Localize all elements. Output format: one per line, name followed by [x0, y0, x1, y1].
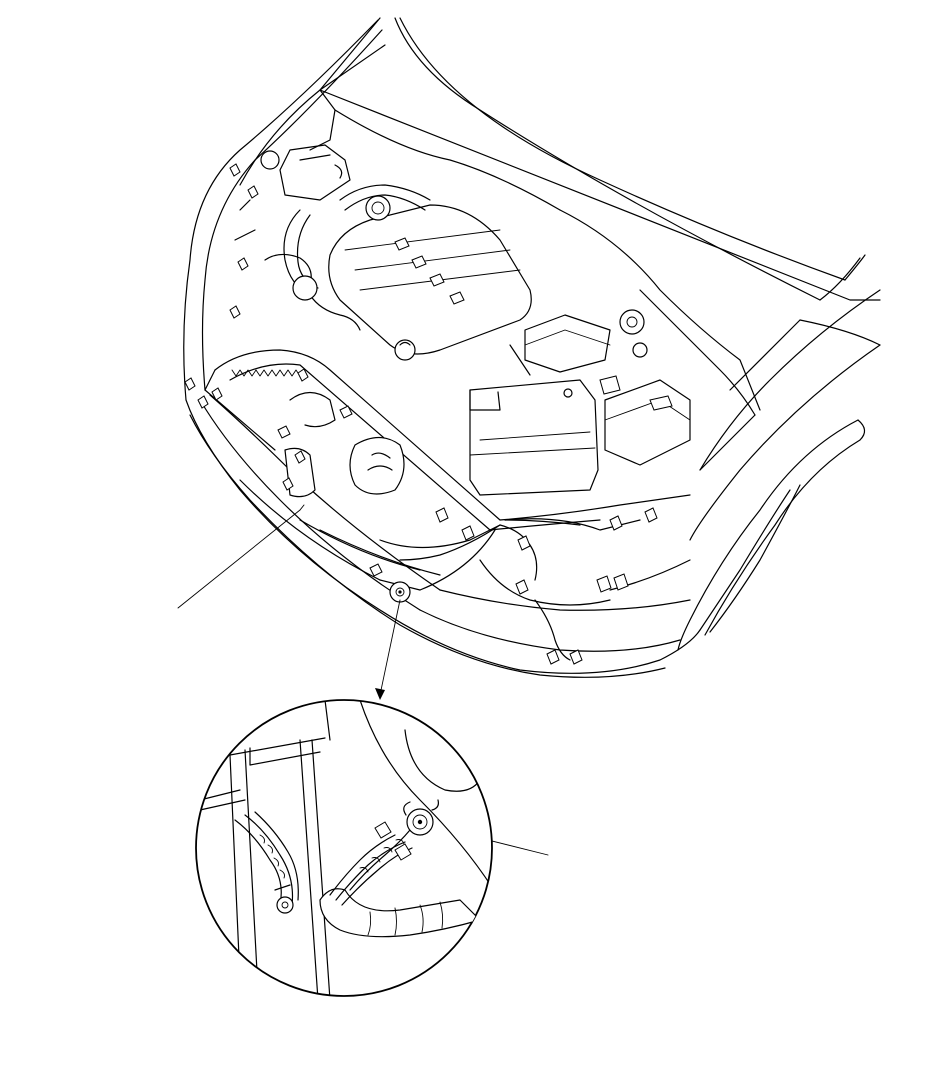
- coolant-reservoir: [284, 436, 405, 498]
- left-fender: [183, 19, 386, 451]
- engine-compartment-view: [183, 17, 881, 678]
- detail-left-harness: [234, 811, 299, 914]
- detail-view-circle: [195, 699, 493, 997]
- radiator-support: [204, 349, 691, 576]
- battery: [469, 379, 599, 496]
- ground-point: [389, 581, 411, 603]
- engine-cover: [328, 204, 532, 361]
- right-fender: [677, 289, 881, 651]
- detail-arrowhead: [375, 688, 385, 700]
- wire-harness-routing: [289, 391, 691, 661]
- leader-line-detail: [379, 599, 401, 696]
- firewall: [309, 89, 761, 471]
- connector-group: [184, 163, 658, 665]
- intake-plumbing: [234, 144, 431, 331]
- leader-line-harness: [177, 509, 301, 609]
- under-hood-fuse-box: [599, 375, 691, 466]
- relay-box: [509, 309, 648, 376]
- detail-view-magnified: [195, 699, 493, 997]
